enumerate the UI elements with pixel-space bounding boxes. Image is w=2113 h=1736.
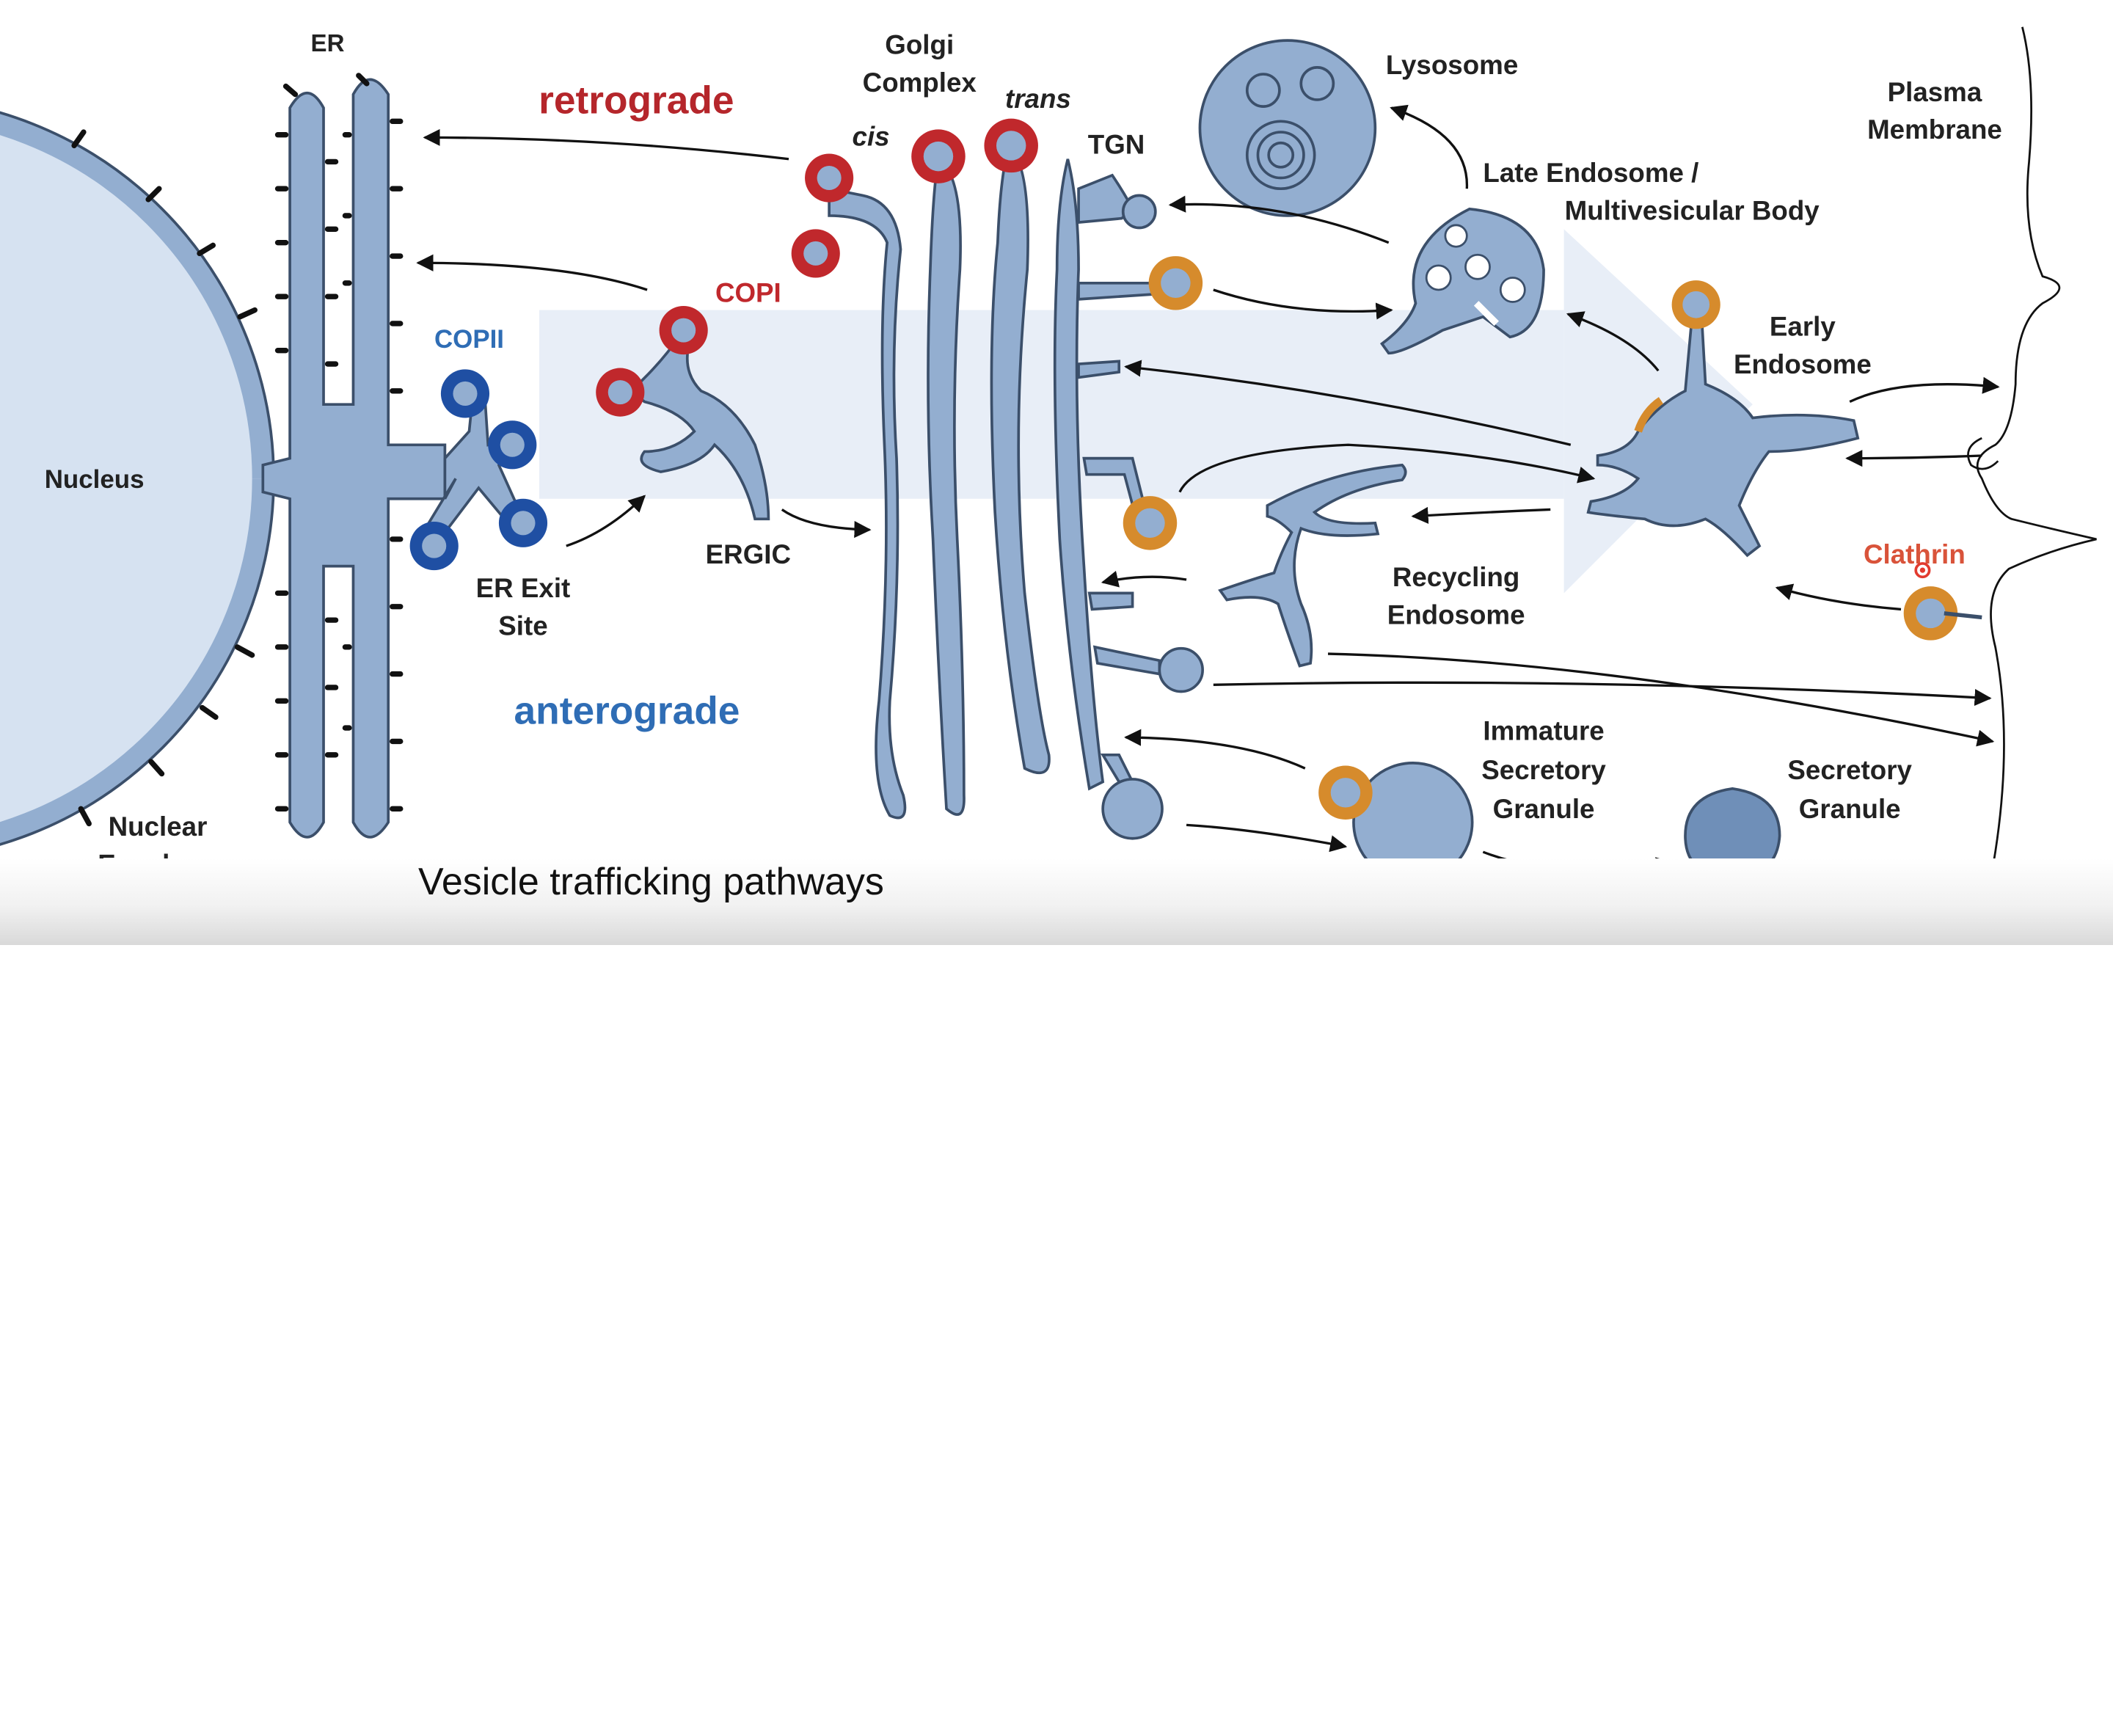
nucleus xyxy=(0,111,275,846)
label-golgi-line1: Golgi xyxy=(885,29,954,59)
label-recycling-line1: Recycling xyxy=(1393,562,1520,592)
label-er-exit-line2: Site xyxy=(498,610,547,641)
label-plasma-line1: Plasma xyxy=(1888,77,1982,107)
label-nuclear-envelope-line1: Nuclear xyxy=(109,812,208,842)
label-early-line1: Early xyxy=(1770,311,1836,341)
label-er-exit-line1: ER Exit xyxy=(476,573,571,603)
diagram-caption: Vesicle trafficking pathways xyxy=(418,861,884,903)
label-secretory-line1: Secretory xyxy=(1787,755,1912,785)
early-endosome xyxy=(1586,310,1860,558)
er-ribosomes xyxy=(274,73,404,812)
diagram-labels: ER Nucleus Nuclear Envelope COPII ER Exi… xyxy=(45,29,2002,879)
plasma-membrane xyxy=(1903,26,2097,890)
label-golgi-line2: Complex xyxy=(863,68,977,98)
copi-vesicles-ergic xyxy=(596,306,708,417)
immature-secretory-granule xyxy=(1318,762,1474,883)
label-plasma-line2: Membrane xyxy=(1867,114,2002,145)
clathrin-vesicle-early xyxy=(1671,280,1720,329)
lysosome xyxy=(1198,39,1377,217)
label-anterograde: anterograde xyxy=(514,690,740,733)
er-cisternae xyxy=(261,78,447,839)
ergic xyxy=(629,332,770,521)
label-er: ER xyxy=(311,30,345,57)
label-tgn: TGN xyxy=(1088,129,1145,159)
caption-bar xyxy=(0,858,2113,945)
label-copi: COPI xyxy=(715,278,781,308)
label-late-endosome-line1: Late Endosome / xyxy=(1483,158,1698,188)
label-recycling-line2: Endosome xyxy=(1387,600,1525,630)
label-nucleus: Nucleus xyxy=(45,465,145,494)
label-immature-line1: Immature xyxy=(1483,716,1604,746)
golgi-complex xyxy=(828,146,1105,820)
recycling-endosome xyxy=(1218,463,1407,668)
label-cis: cis xyxy=(853,121,890,151)
clathrin-vesicles-tgn xyxy=(1123,256,1203,550)
label-immature-line2: Secretory xyxy=(1481,755,1606,785)
copi-vesicles-golgi xyxy=(791,118,1038,278)
tgn xyxy=(1077,173,1204,840)
nuclear-envelope-ribosomes xyxy=(71,129,258,827)
label-secretory-line2: Granule xyxy=(1799,794,1901,824)
late-endosome-mvb xyxy=(1380,207,1545,355)
label-immature-line3: Granule xyxy=(1493,794,1595,824)
label-ergic: ERGIC xyxy=(706,539,791,569)
label-trans: trans xyxy=(1005,84,1071,114)
label-copii: COPII xyxy=(434,325,504,354)
copii-vesicles xyxy=(409,369,548,571)
label-clathrin: Clathrin xyxy=(1864,539,1966,569)
label-late-endosome-line2: Multivesicular Body xyxy=(1565,195,1820,225)
label-retrograde: retrograde xyxy=(539,79,734,122)
label-early-line2: Endosome xyxy=(1734,349,1872,379)
pathway-arrows xyxy=(416,104,2000,884)
clathrin-marker xyxy=(1914,562,1931,579)
label-lysosome: Lysosome xyxy=(1386,50,1518,80)
trafficking-diagram: ER Nucleus Nuclear Envelope COPII ER Exi… xyxy=(0,26,2097,890)
